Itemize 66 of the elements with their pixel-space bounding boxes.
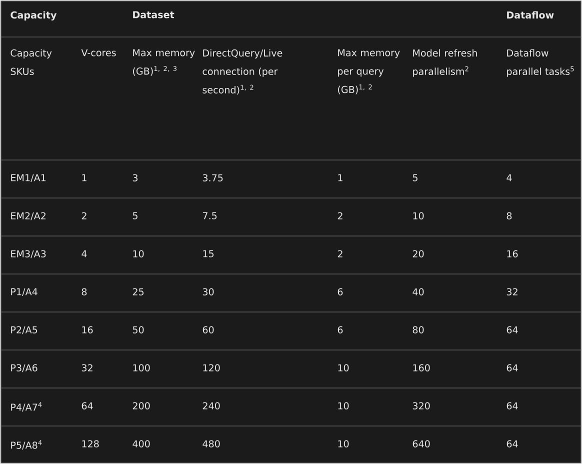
table-cell: 64 bbox=[506, 440, 518, 448]
table-cell: 1 bbox=[338, 174, 342, 182]
table-cell: 40 bbox=[412, 288, 424, 296]
table-cell: P4/A7$^{4}$ bbox=[11, 402, 42, 412]
table-cell: 8 bbox=[506, 212, 512, 220]
table-cell: 32 bbox=[506, 288, 518, 296]
table-cell: 64 bbox=[506, 364, 518, 372]
table-cell: 16 bbox=[507, 250, 518, 258]
table-cell: Max memory per query (GB)$^{1, 2}$ bbox=[338, 49, 400, 94]
table-cell: 4 bbox=[506, 174, 512, 182]
table-cell: 2 bbox=[338, 250, 342, 258]
table-cell: 3.75 bbox=[202, 174, 223, 182]
table-cell: EM2/A2 bbox=[11, 212, 46, 220]
table-cell: 10 bbox=[338, 364, 349, 372]
table-cell: 5 bbox=[412, 174, 418, 182]
table-cell: 25 bbox=[132, 288, 144, 296]
table-cell: 400 bbox=[132, 440, 150, 448]
table-cell: 60 bbox=[202, 326, 214, 334]
table-cell: 1 bbox=[82, 174, 86, 182]
table-cell: 8 bbox=[82, 288, 87, 296]
table-cell: 100 bbox=[133, 364, 150, 372]
table-cell: Capacity SKUs bbox=[10, 49, 52, 76]
table-cell: 128 bbox=[82, 440, 99, 448]
table-cell: P2/A5 bbox=[11, 326, 38, 334]
table-cell: 10 bbox=[133, 250, 144, 258]
table-cell: P5/A8$^{4}$ bbox=[11, 440, 42, 450]
table-cell: P3/A6 bbox=[11, 364, 38, 372]
table-cell: 2 bbox=[338, 212, 342, 220]
table-cell: 64 bbox=[506, 326, 518, 334]
table-cell: 10 bbox=[338, 402, 349, 410]
table-cell: 640 bbox=[412, 440, 430, 448]
table-cell: 10 bbox=[413, 212, 424, 220]
table-cell: 2 bbox=[82, 212, 86, 220]
table-cell: 6 bbox=[338, 326, 343, 334]
table-cell: 64 bbox=[506, 402, 518, 410]
header-cell: Dataflow bbox=[507, 11, 554, 19]
table-cell: 6 bbox=[338, 288, 343, 296]
header-cell: Dataset bbox=[133, 11, 174, 18]
table-cell: 15 bbox=[203, 250, 214, 258]
table-cell: Model refresh parallelism$^{2}$ bbox=[413, 49, 477, 77]
table-cell: 16 bbox=[82, 326, 93, 334]
table-cell: EM1/A1 bbox=[11, 174, 46, 182]
table-cell: V-cores bbox=[81, 49, 116, 56]
table-cell: 50 bbox=[132, 326, 144, 334]
header-cell: Capacity bbox=[10, 11, 57, 21]
table-cell: 320 bbox=[412, 402, 430, 410]
table-cell: Dataflow parallel tasks$^{5}$ bbox=[507, 49, 574, 77]
table-cell: 30 bbox=[202, 288, 214, 296]
table-cell: P1/A4 bbox=[11, 288, 38, 296]
table-cell: 80 bbox=[412, 326, 424, 334]
table-cell: 4 bbox=[82, 250, 87, 258]
table-cell: EM3/A3 bbox=[11, 250, 46, 258]
table-cell: 160 bbox=[413, 364, 430, 372]
table-cell: 200 bbox=[132, 402, 150, 410]
table-cell: 10 bbox=[338, 440, 349, 448]
table-cell: 240 bbox=[202, 402, 220, 410]
table-cell: 120 bbox=[203, 364, 220, 372]
table-cell: 3 bbox=[132, 174, 138, 182]
table-cell: 480 bbox=[202, 440, 220, 448]
table-cell: 7.5 bbox=[202, 212, 217, 220]
table-cell: DirectQuery/Live connection (per second)$^{1, 2}$ bbox=[202, 49, 282, 95]
table-cell: 20 bbox=[412, 250, 424, 258]
table-cell: 32 bbox=[82, 364, 92, 372]
table-cell: 5 bbox=[132, 212, 138, 220]
table-cell: Max memory (GB)$^{1, 2, 3}$ bbox=[133, 49, 195, 76]
table-cell: 64 bbox=[82, 402, 93, 410]
